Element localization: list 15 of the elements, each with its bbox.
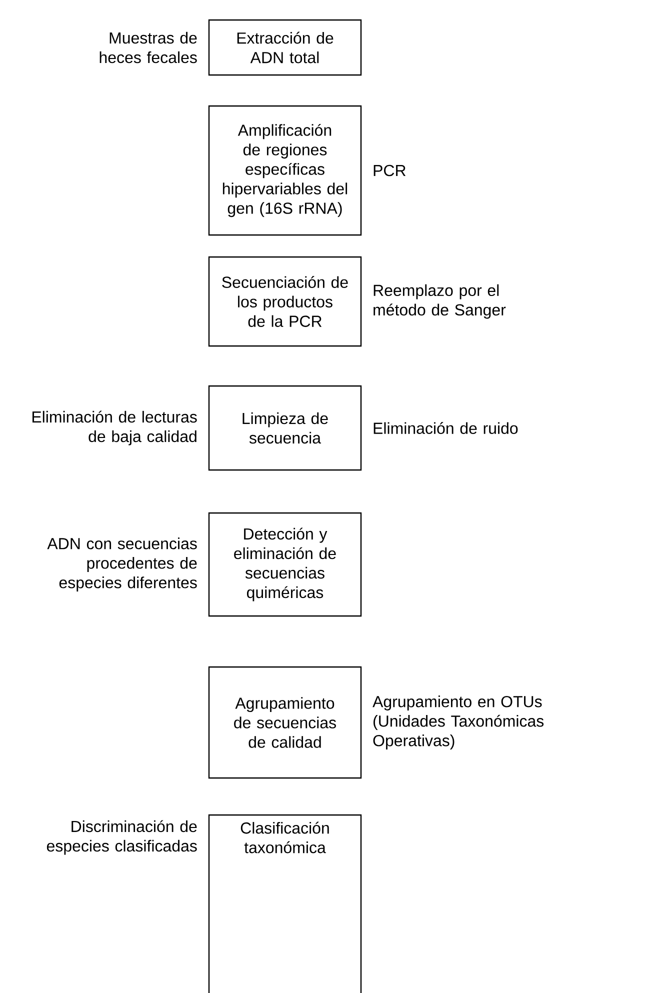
side-note: Discriminación de especies clasificadas: [46, 820, 197, 855]
side-note: Muestras de heces fecales: [100, 32, 197, 64]
side-note: Agrupamiento en OTUs (Unidades Taxonómicas Operativas): [372, 696, 544, 750]
process-box: Secuenciación de los productos de la PCR: [208, 256, 362, 347]
process-box: Clasificación taxonómica: [208, 814, 362, 993]
side-note: Reemplazo por el método de Sanger: [374, 284, 506, 319]
process-box: Agrupamiento de secuencias de calidad: [208, 666, 362, 779]
process-box: Detección y eliminación de secuencias quiméricas: [208, 512, 362, 617]
side-note: PCR: [374, 164, 406, 176]
process-box: Extracción de ADN total: [208, 19, 362, 76]
process-box: Amplificación de regiones específicas hipervariables del gen (16S rRNA): [208, 105, 362, 236]
side-note: Eliminación de ruido: [374, 422, 518, 434]
process-box: Limpieza de secuencia: [208, 385, 362, 471]
side-note: Eliminación de lecturas de baja calidad: [32, 410, 197, 446]
side-note: ADN con secuencias procedentes de especies diferentes: [47, 538, 197, 592]
